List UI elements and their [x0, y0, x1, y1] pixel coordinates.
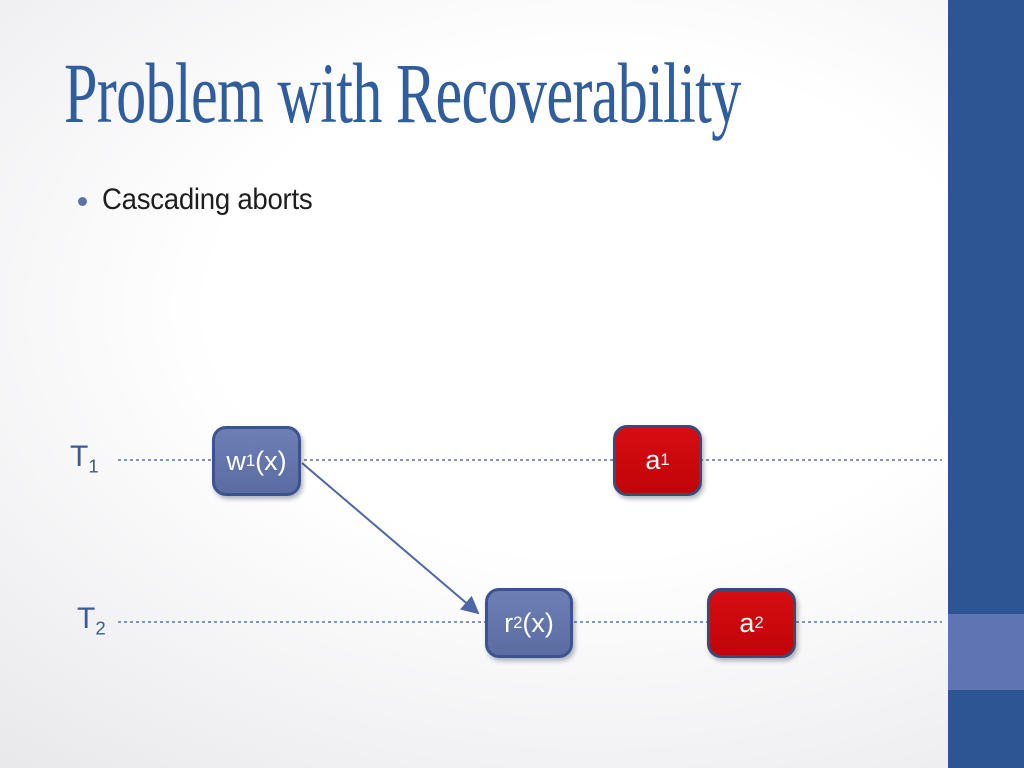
op-r2x-args: (x) [522, 607, 554, 638]
timeline-label-t1-sub: 1 [88, 455, 99, 477]
timeline-label-t2-sub: 2 [95, 617, 106, 639]
timeline-label-t2: T2 [77, 604, 106, 638]
accent-sidebar-block [948, 614, 1024, 690]
op-a2-sub: 2 [754, 612, 764, 632]
op-a2-base: a [739, 607, 755, 638]
timeline-label-t1-base: T [70, 440, 89, 473]
op-a1-sub: 1 [660, 450, 670, 470]
bullet-item: Cascading aborts [78, 183, 331, 217]
op-a1-base: a [645, 445, 661, 475]
op-w1x-sub: 1 [245, 450, 256, 470]
bullet-marker-icon [78, 197, 87, 206]
op-r2x-sub: 2 [513, 612, 523, 632]
slide-title: Problem with Recoverability [64, 45, 741, 141]
op-w1x-args: (x) [255, 445, 287, 476]
timeline-label-t2-base: T [77, 602, 96, 635]
title-block: Problem with Recoverability [64, 46, 1024, 141]
dependency-arrow-line [301, 462, 480, 615]
timeline-label-t1: T1 [70, 442, 99, 476]
timeline-rule-t1 [118, 459, 942, 461]
bullet-text: Cascading aborts [102, 183, 313, 216]
op-r2x-base: r [504, 607, 514, 638]
op-w1x-base: w [226, 445, 246, 476]
accent-sidebar [948, 0, 1024, 768]
